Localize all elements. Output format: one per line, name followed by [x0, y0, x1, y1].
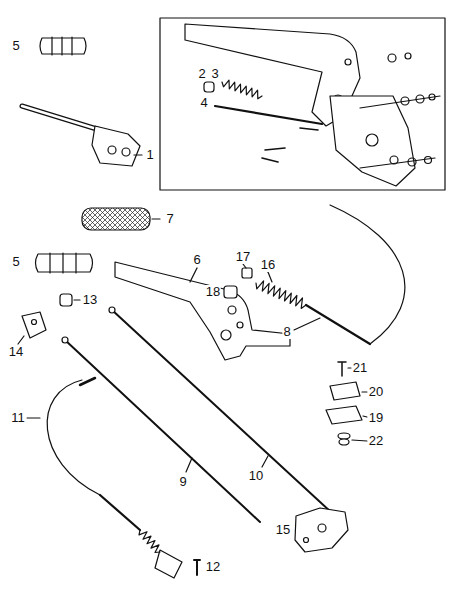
- callout-number: 2: [197, 67, 206, 81]
- callout-number: 13: [82, 293, 98, 307]
- spring: [222, 80, 262, 99]
- pawl-rod: [215, 106, 322, 124]
- bolt: [360, 96, 440, 108]
- callout-number: 7: [165, 212, 174, 226]
- cable: [47, 380, 100, 495]
- callout-number: 8: [282, 325, 291, 339]
- callout-number: 21: [352, 361, 368, 375]
- grip: [36, 254, 93, 272]
- spring: [256, 281, 306, 309]
- callout-number: 17: [235, 250, 251, 264]
- callout-number: 3: [210, 67, 219, 81]
- clevis: [155, 550, 182, 578]
- callout-number: 12: [205, 560, 221, 574]
- callout-number: 11: [10, 411, 26, 425]
- callout-number: 10: [248, 469, 264, 483]
- spring: [139, 530, 160, 553]
- bracket: [295, 508, 348, 552]
- callout-number: 1: [145, 148, 154, 162]
- rod: [112, 310, 345, 525]
- handbrake-lever: [115, 262, 290, 360]
- callout-number: 19: [368, 411, 384, 425]
- nut: [60, 294, 72, 306]
- plate: [330, 382, 360, 400]
- callout-number: 6: [192, 253, 201, 267]
- clevis: [22, 312, 46, 338]
- callout-number: 20: [368, 385, 384, 399]
- knurled-grip: [82, 208, 150, 230]
- callout-number: 22: [368, 434, 384, 448]
- cable-wire: [330, 205, 405, 344]
- cable-rod: [306, 305, 370, 344]
- callout-number: 14: [8, 345, 24, 359]
- callout-number: 9: [178, 475, 187, 489]
- callout-number: 15: [275, 523, 291, 537]
- lever-plate: [92, 126, 140, 166]
- assembly-frame: [160, 18, 445, 190]
- grip: [40, 38, 86, 54]
- callout-number: 5: [11, 39, 20, 53]
- callout-number: 16: [260, 258, 276, 272]
- callout-number: 4: [199, 96, 208, 110]
- ratchet-plate: [330, 96, 415, 186]
- callout-number: 5: [11, 255, 20, 269]
- callout-number: 18: [205, 285, 221, 299]
- button: [204, 82, 214, 92]
- plate: [326, 406, 362, 424]
- rod: [65, 340, 260, 522]
